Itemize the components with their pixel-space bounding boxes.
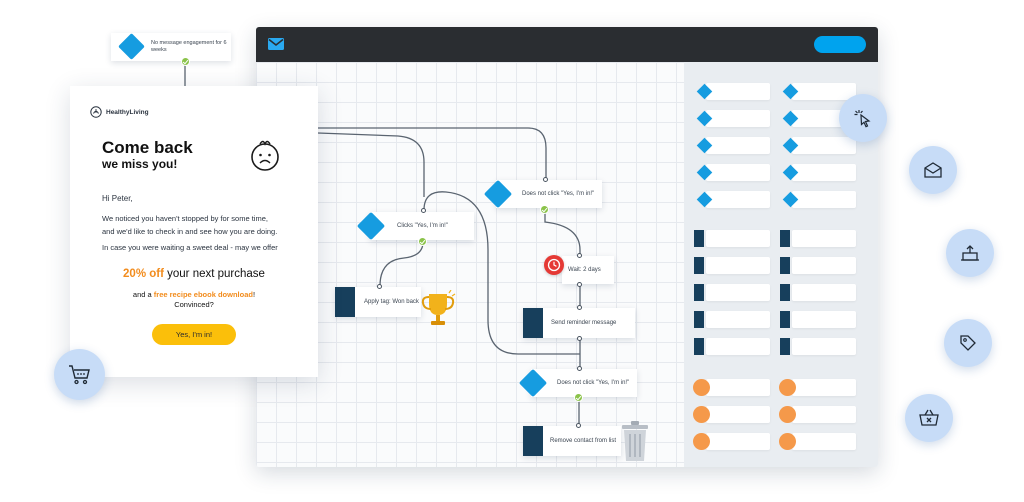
action-node-send-reminder[interactable]: Send reminder message [523, 308, 635, 338]
action-node-apply-tag[interactable]: Apply tag: Won back [335, 287, 421, 317]
action-node-remove-contact[interactable]: Remove contact from list [523, 426, 621, 456]
offer-text: your next purchase [163, 268, 265, 280]
panel-action-item[interactable] [782, 164, 856, 181]
panel-action-item[interactable] [693, 379, 770, 396]
panel-action-item[interactable] [694, 311, 770, 328]
connector-pin[interactable] [377, 284, 382, 289]
clock-icon [544, 255, 564, 275]
ebook-suffix: ! [252, 290, 256, 299]
document-icon [523, 426, 543, 456]
email-convinced: Convinced? [174, 300, 214, 309]
trash-can-icon [622, 421, 648, 461]
offer-highlight: 20% off [123, 268, 164, 280]
email-body-line: and we'd like to check in and see how yo… [102, 227, 278, 236]
node-label: Remove contact from list [550, 438, 617, 444]
basket-x-icon [919, 409, 939, 426]
panel-action-item[interactable] [696, 83, 770, 100]
panel-action-item[interactable] [780, 257, 856, 274]
panel-action-item[interactable] [779, 433, 856, 450]
node-label: Wait: 2 days [568, 267, 601, 273]
connector-pin[interactable] [576, 423, 581, 428]
panel-action-item[interactable] [782, 191, 856, 208]
topbar-action-button[interactable] [814, 36, 866, 53]
panel-action-item[interactable] [782, 137, 856, 154]
connector-pin[interactable] [577, 336, 582, 341]
connector-pin[interactable] [577, 366, 582, 371]
email-subheading: we miss you! [102, 157, 178, 171]
panel-action-item[interactable] [780, 311, 856, 328]
panel-action-item[interactable] [696, 164, 770, 181]
brand-name: HealthyLiving [106, 108, 149, 116]
cake-icon [961, 245, 979, 261]
yes-im-in-button[interactable]: Yes, I'm in! [152, 324, 236, 345]
wait-node[interactable]: Wait: 2 days [562, 256, 614, 284]
node-label: Does not click "Yes, I'm in!" [522, 191, 595, 197]
abandoned-basket-circle[interactable] [905, 394, 953, 442]
birthday-circle[interactable] [946, 229, 994, 277]
check-icon [418, 237, 427, 246]
panel-action-item[interactable] [696, 137, 770, 154]
panel-action-item[interactable] [694, 284, 770, 301]
cursor-click-circle[interactable] [839, 94, 887, 142]
price-tag-icon [960, 335, 976, 351]
condition-node-does-not-click-2[interactable]: Does not click "Yes, I'm in!" [518, 368, 637, 398]
panel-action-item[interactable] [780, 338, 856, 355]
panel-action-item[interactable] [694, 257, 770, 274]
elements-panel [684, 62, 878, 467]
panel-action-item[interactable] [694, 338, 770, 355]
envelope-icon [523, 308, 543, 338]
ebook-prefix: and a [132, 290, 154, 299]
node-label: Does not click "Yes, I'm in!" [557, 380, 630, 386]
connector-pin[interactable] [577, 282, 582, 287]
panel-action-item[interactable] [693, 406, 770, 423]
brand-header: HealthyLiving [90, 106, 149, 118]
panel-action-item[interactable] [694, 230, 770, 247]
envelope-open-icon [924, 162, 942, 178]
connector-pin[interactable] [543, 177, 548, 182]
node-label: Apply tag: Won back [364, 299, 419, 305]
brand-logo-icon [90, 106, 102, 118]
panel-action-item[interactable] [693, 433, 770, 450]
editor-topbar [256, 27, 878, 62]
connector-pin[interactable] [577, 305, 582, 310]
panel-action-item[interactable] [782, 83, 856, 100]
tag-circle[interactable] [944, 319, 992, 367]
check-icon [540, 205, 549, 214]
connector-pin[interactable] [577, 253, 582, 258]
email-body-line: We noticed you haven't stopped by for so… [102, 214, 268, 223]
ebook-highlight: free recipe ebook download [153, 290, 253, 299]
condition-node-clicks[interactable]: Clicks "Yes, I'm in!" [356, 211, 474, 241]
email-open-circle[interactable] [909, 146, 957, 194]
tag-icon [118, 33, 145, 60]
node-label: Clicks "Yes, I'm in!" [397, 223, 448, 229]
email-offer: 20% off your next purchase [70, 268, 318, 280]
panel-action-item[interactable] [780, 284, 856, 301]
shopping-cart-icon [69, 365, 90, 385]
node-label: Send reminder message [551, 320, 617, 326]
connector-pin[interactable] [421, 208, 426, 213]
email-body-line: In case you were waiting a sweet deal - … [102, 243, 278, 252]
tag-icon [335, 287, 355, 317]
shopping-cart-circle[interactable] [54, 349, 105, 400]
panel-action-item[interactable] [780, 230, 856, 247]
panel-action-item[interactable] [779, 406, 856, 423]
condition-node-does-not-click[interactable]: Does not click "Yes, I'm in!" [483, 179, 602, 209]
trophy-icon [421, 290, 456, 325]
panel-action-item[interactable] [696, 110, 770, 127]
email-ebook-line: and a free recipe ebook download! [70, 290, 318, 299]
trigger-label: No message engagement for 6 weeks [151, 40, 227, 53]
sad-face-icon [251, 140, 279, 171]
trigger-node[interactable]: No message engagement for 6 weeks [111, 33, 231, 61]
envelope-logo-icon [268, 38, 284, 50]
check-icon [181, 57, 190, 66]
email-greeting: Hi Peter, [102, 194, 133, 203]
check-icon [574, 393, 583, 402]
email-heading: Come back [102, 138, 193, 157]
cursor-click-icon [854, 110, 871, 128]
panel-action-item[interactable] [779, 379, 856, 396]
panel-action-item[interactable] [696, 191, 770, 208]
email-preview-card: HealthyLiving Come back we miss you! Hi … [70, 86, 318, 377]
